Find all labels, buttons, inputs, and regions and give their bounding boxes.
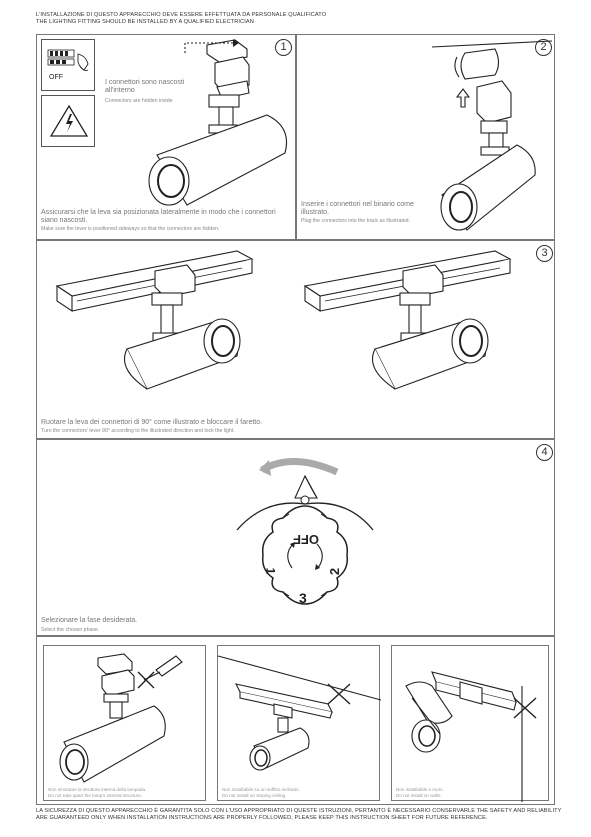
step-4-caption-en: Select the chosen phase. — [41, 627, 100, 633]
step-number: 2 — [535, 39, 552, 56]
header-line-en: THE LIGHTING FITTING SHOULD BE INSTALLED… — [36, 19, 254, 25]
warning-panel-wall: Non installabile a muro. Do not install … — [391, 645, 549, 802]
dial-phase-3-label: 3 — [299, 590, 307, 606]
spotlight-illustration-3a — [55, 250, 254, 390]
step-number: 4 — [536, 444, 553, 461]
step-4-panel: 4 OFF 1 2 3 Selezionare la fase desidera… — [36, 439, 555, 636]
no-sloping-ceiling-illustration — [217, 655, 382, 771]
step-4-caption-it: Selezionare la fase desiderata. — [41, 617, 138, 624]
electric-hazard-box — [41, 95, 95, 147]
step-1-caption-en: Make sure the lever is positioned sidewa… — [41, 226, 220, 232]
off-label: OFF — [49, 74, 63, 81]
step-2-caption-it: Inserire i connettori nel binario come i… — [301, 201, 414, 217]
warning-sloping-ceiling-it: Non installabile su un soffitto inclinat… — [222, 787, 300, 792]
header: L'INSTALLAZIONE DI QUESTO APPARECCHIO DE… — [36, 12, 326, 26]
warning-panel-dismantle: Non smontare la struttura interna della … — [43, 645, 206, 801]
step-2-panel: 2 Inserire i connettori nel binario come… — [296, 34, 555, 240]
step-2-caption-en: Plug the connectors into the track as il… — [301, 218, 410, 224]
dial-phase-1-label: 1 — [263, 567, 278, 575]
connectors-note-en: Connectors are hidden inside — [105, 98, 173, 104]
step-number: 3 — [536, 245, 553, 262]
step-3-panel: 3 Ruotare la leva dei connettori di 90° … — [36, 240, 555, 439]
header-line-it: L'INSTALLAZIONE DI QUESTO APPARECCHIO DE… — [36, 12, 327, 18]
warning-wall-en: Do not install on walls. — [396, 793, 442, 798]
connectors-note-it: I connettori sono nascosti all'interno — [105, 79, 185, 95]
switch-icon — [47, 49, 89, 71]
spotlight-illustration-3b — [303, 250, 512, 390]
step-number: 1 — [275, 39, 292, 56]
spotlight-illustration-1 — [148, 39, 288, 206]
step-1-panel: 1 OFF — [36, 34, 296, 240]
warning-sloping-ceiling-en: Do not install on sloping ceiling. — [222, 793, 287, 798]
phase-selector-dial — [236, 458, 374, 605]
dial-off-label: OFF — [293, 532, 319, 547]
warning-dismantle-en: Do not take apart the lamp's internal st… — [48, 793, 143, 798]
warnings-row: Non smontare la struttura interna della … — [36, 636, 555, 805]
step-3-caption-it: Ruotare la leva dei connettori di 90° co… — [41, 419, 263, 426]
dial-phase-2-label: 2 — [327, 567, 343, 576]
step-1-caption-it: Assicurarsi che la leva sia posizionata … — [41, 209, 276, 225]
high-voltage-warning-icon — [49, 104, 89, 137]
no-wall-install-illustration — [405, 671, 537, 802]
warning-panel-sloping-ceiling: Non installabile su un soffitto inclinat… — [217, 645, 382, 801]
footer-safety-note: LA SICUREZZA DI QUESTO APPARECCHIO È GAR… — [36, 808, 562, 822]
no-dismantle-illustration — [59, 653, 183, 783]
warning-dismantle-it: Non smontare la struttura interna della … — [48, 787, 147, 792]
warning-wall-it: Non installabile a muro. — [396, 787, 445, 792]
spotlight-illustration-2 — [431, 40, 553, 231]
switch-off-box: OFF — [41, 39, 95, 91]
step-3-caption-en: Turn the connectors' lever 90° according… — [41, 428, 235, 434]
